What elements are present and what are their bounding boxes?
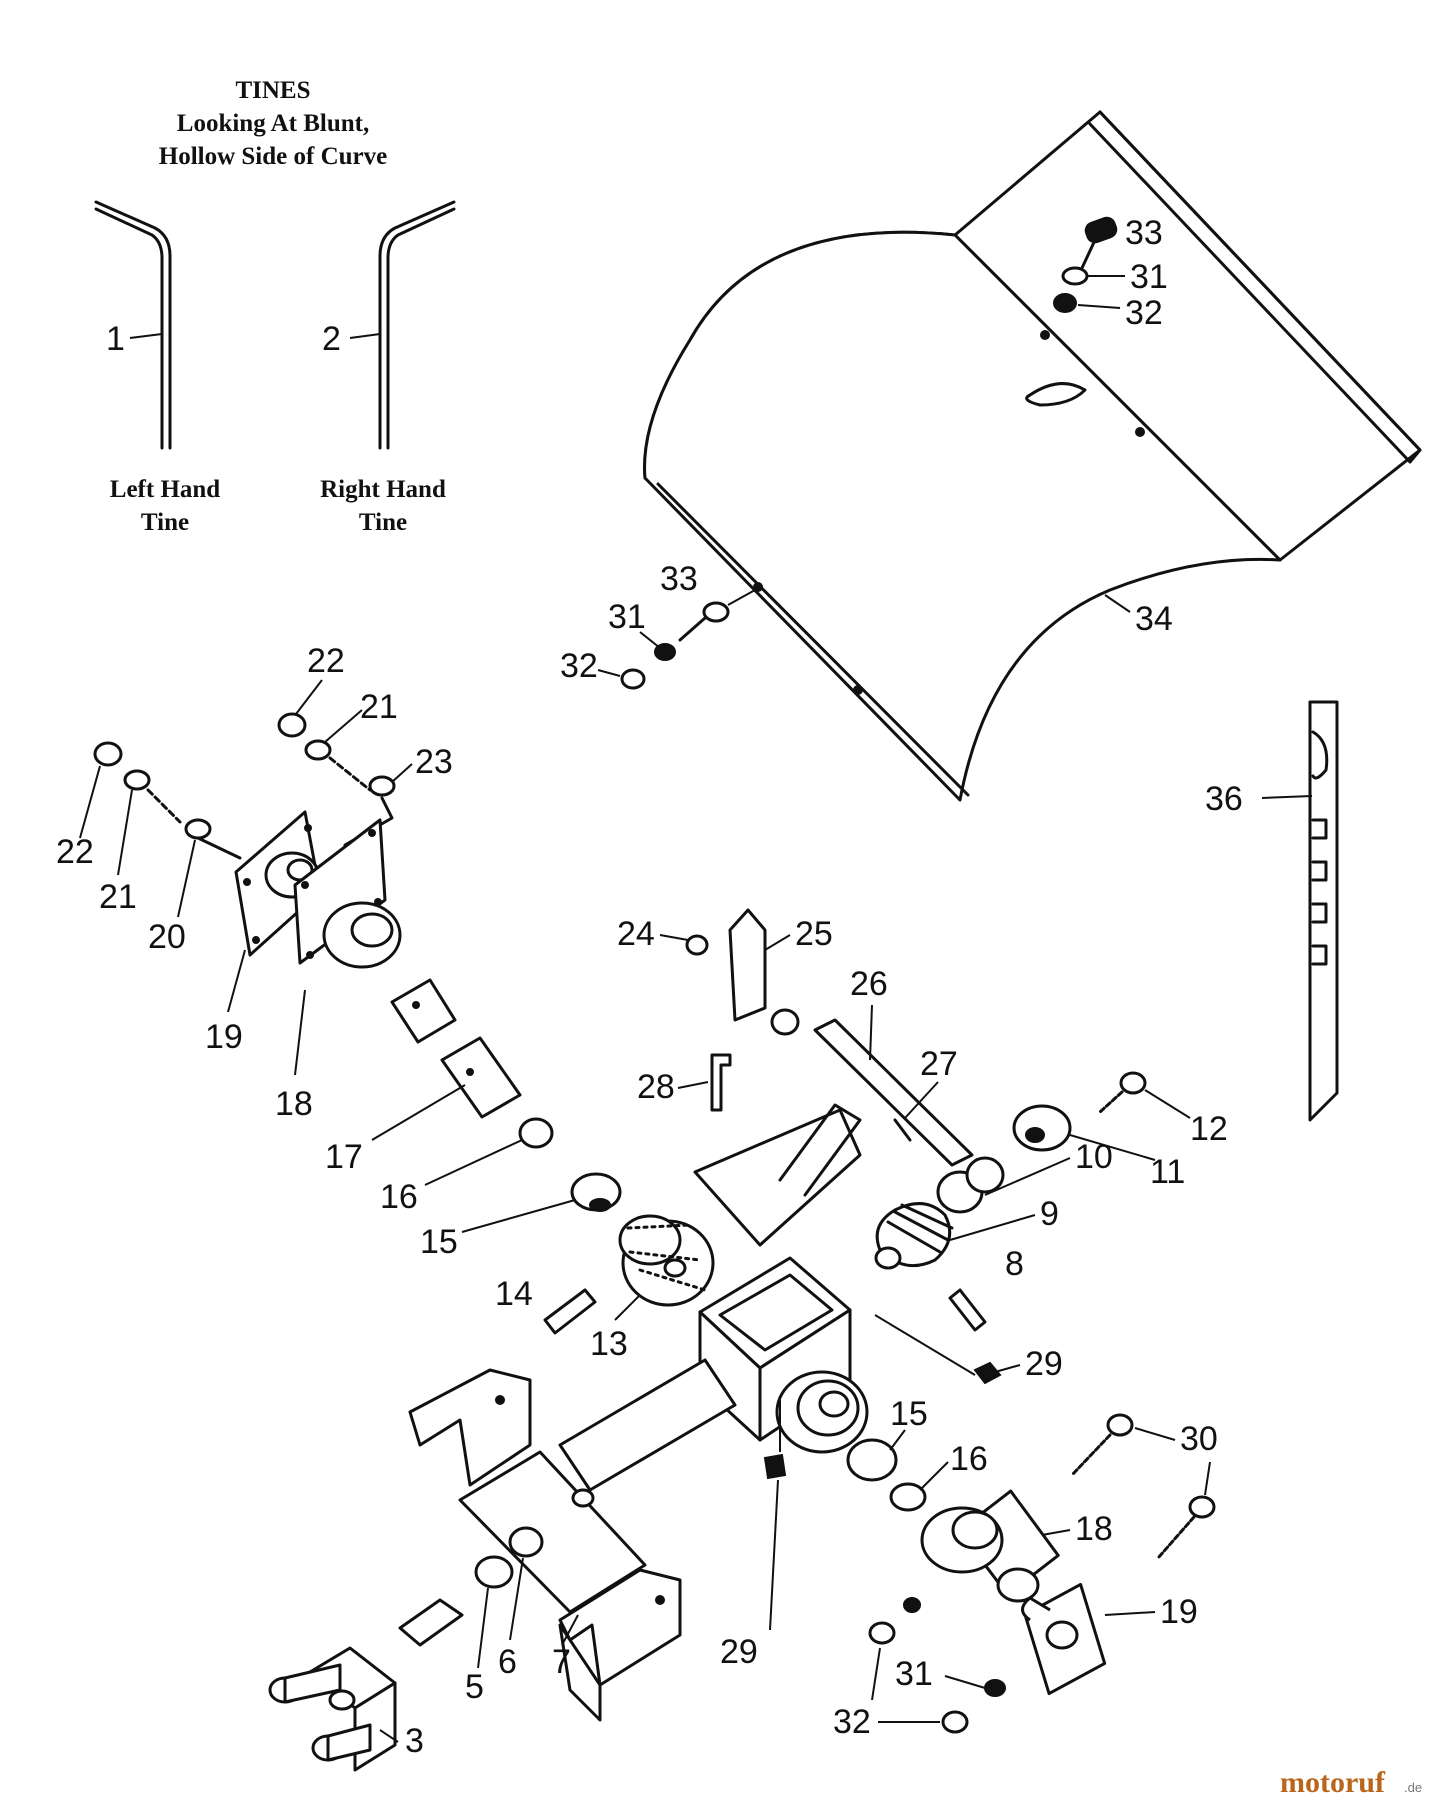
callout-16-left: 16 xyxy=(380,1178,418,1216)
axle-tube-and-frame xyxy=(408,1358,737,1722)
gearbox-plugs xyxy=(763,1361,1002,1480)
left-seal-and-bushing xyxy=(518,1117,622,1212)
callout-8: 8 xyxy=(1005,1245,1024,1283)
callout-11: 11 xyxy=(1150,1153,1185,1191)
callout-5: 5 xyxy=(465,1668,484,1706)
left-tine-caption-line2: Tine xyxy=(141,509,189,536)
axle-segments xyxy=(390,978,522,1119)
callout-18-left: 18 xyxy=(275,1085,313,1123)
callout-33-left: 33 xyxy=(660,560,698,598)
left-bearing-housing xyxy=(293,796,402,969)
callout-32-right: 32 xyxy=(833,1703,871,1741)
callout-29-bottom: 29 xyxy=(720,1633,758,1671)
callout-6: 6 xyxy=(498,1643,517,1681)
callout-12: 12 xyxy=(1190,1110,1228,1148)
callout-15-right: 15 xyxy=(890,1395,928,1433)
callout-29-right: 29 xyxy=(1025,1345,1063,1383)
callout-32-left: 32 xyxy=(560,647,598,685)
bevel-gear xyxy=(543,1214,715,1335)
callout-21-upper: 21 xyxy=(360,688,398,726)
callout-19-right: 19 xyxy=(1160,1593,1198,1631)
callout-32-top: 32 xyxy=(1125,294,1163,332)
callout-31-right: 31 xyxy=(895,1655,933,1693)
callout-16-right: 16 xyxy=(950,1440,988,1478)
right-tine-caption-line1: Right Hand xyxy=(320,476,446,503)
callout-22-left: 22 xyxy=(56,833,94,871)
callout-26: 26 xyxy=(850,965,888,1003)
left-hand-tine xyxy=(94,200,172,450)
callout-27: 27 xyxy=(920,1045,958,1083)
callout-2: 2 xyxy=(322,320,341,358)
left-axle-parts xyxy=(268,1526,544,1772)
depth-lever-assembly xyxy=(685,908,974,1247)
left-bearing-hardware xyxy=(93,712,396,840)
callout-23: 23 xyxy=(415,743,453,781)
callout-31-top: 31 xyxy=(1130,258,1168,296)
callout-25: 25 xyxy=(795,915,833,953)
shield-bolt-left xyxy=(620,601,730,690)
tines-header: TINES Looking At Blunt, Hollow Side of C… xyxy=(159,77,387,170)
callout-22-upper: 22 xyxy=(307,642,345,680)
watermark-suffix: .de xyxy=(1404,1780,1422,1795)
callout-10: 10 xyxy=(1075,1138,1113,1176)
tines-subtitle-line2: Hollow Side of Curve xyxy=(159,143,387,170)
tine-shield xyxy=(643,110,1422,802)
callout-33-top: 33 xyxy=(1125,214,1163,252)
depth-bar xyxy=(1308,700,1339,1122)
callout-13: 13 xyxy=(590,1325,628,1363)
callout-7: 7 xyxy=(552,1643,571,1681)
callout-9: 9 xyxy=(1040,1195,1059,1233)
watermark-brand: motoruf xyxy=(1280,1766,1386,1799)
left-tine-caption-line1: Left Hand xyxy=(110,476,221,503)
callout-21-left: 21 xyxy=(99,878,137,916)
watermark: motoruf .de xyxy=(1280,1766,1422,1799)
callout-15-left: 15 xyxy=(420,1223,458,1261)
callout-14: 14 xyxy=(495,1275,533,1313)
right-hand-tine xyxy=(378,200,456,450)
callout-34: 34 xyxy=(1135,600,1173,638)
callout-24: 24 xyxy=(617,915,655,953)
tines-title: TINES xyxy=(235,77,310,104)
callout-17: 17 xyxy=(325,1138,363,1176)
callout-30: 30 xyxy=(1180,1420,1218,1458)
callout-36: 36 xyxy=(1205,780,1243,818)
callout-1: 1 xyxy=(106,320,125,358)
right-tine-caption-line2: Tine xyxy=(359,509,407,536)
worm-gear xyxy=(874,1071,1147,1332)
callout-18-right: 18 xyxy=(1075,1510,1113,1548)
tines-subtitle-line1: Looking At Blunt, xyxy=(177,110,369,137)
shield-bolt-top xyxy=(1053,216,1118,313)
callout-28: 28 xyxy=(637,1068,675,1106)
right-bearing-assembly xyxy=(846,1413,1216,1734)
callout-3: 3 xyxy=(405,1722,424,1760)
callout-20: 20 xyxy=(148,918,186,956)
callout-19-left: 19 xyxy=(205,1018,243,1056)
gearbox-housing xyxy=(698,1256,869,1454)
callout-31-left: 31 xyxy=(608,598,646,636)
